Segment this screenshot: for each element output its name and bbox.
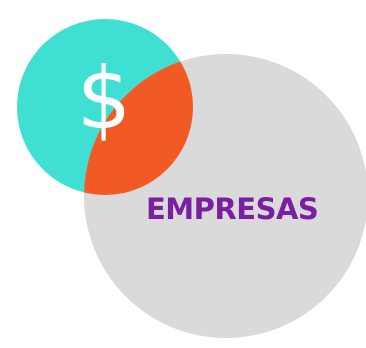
- overlap-region: [84, 54, 193, 195]
- dollar-sign-icon: $: [77, 49, 132, 149]
- empresas-label: EMPRESAS: [146, 192, 319, 226]
